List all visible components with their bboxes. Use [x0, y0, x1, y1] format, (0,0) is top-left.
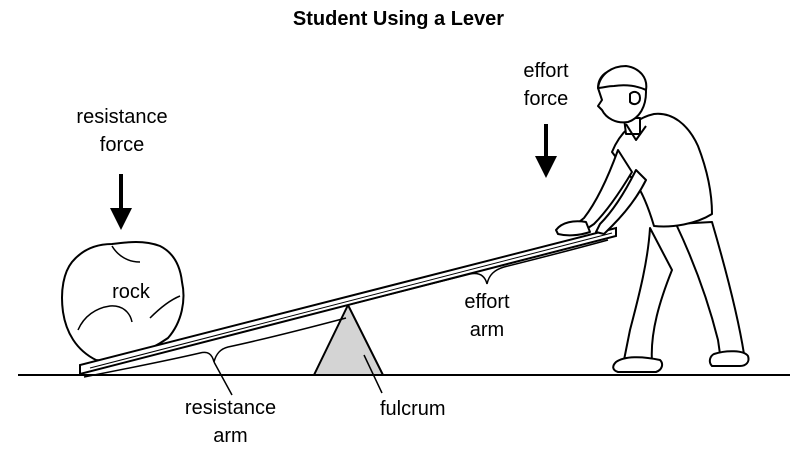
- resistance-force-label-line1: resistance: [76, 106, 168, 128]
- resistance-force-label-line2: force: [99, 134, 145, 156]
- effort-arm-brace: [351, 239, 609, 305]
- diagram-title: Student Using a Lever: [292, 8, 505, 30]
- effort-force-label-line1: effort: [523, 60, 569, 82]
- student-figure: [555, 65, 750, 373]
- resistance-arm-label-line1: resistance: [184, 397, 277, 419]
- effort-arm-label-line1: effort: [464, 291, 510, 313]
- effort-force-arrow: [535, 124, 557, 178]
- fulcrum-label: fulcrum: [380, 398, 446, 420]
- resistance-arm-label-line2: arm: [213, 425, 248, 447]
- fulcrum-leader-line: [363, 354, 383, 394]
- fulcrum-triangle: [312, 302, 385, 376]
- resistance-force-arrow: [110, 174, 132, 230]
- effort-arm-label-line2: arm: [469, 319, 505, 341]
- rock-shape: [61, 241, 185, 362]
- resistance-force-label: resistance force: [52, 103, 192, 159]
- rock-label: rock: [112, 281, 150, 303]
- effort-force-label: effort force: [500, 57, 592, 113]
- effort-force-label-line2: force: [523, 88, 569, 110]
- effort-arm-label: effort arm: [442, 288, 532, 344]
- resistance-arm-label: resistance arm: [158, 394, 303, 450]
- resistance-arm-brace: [83, 317, 347, 378]
